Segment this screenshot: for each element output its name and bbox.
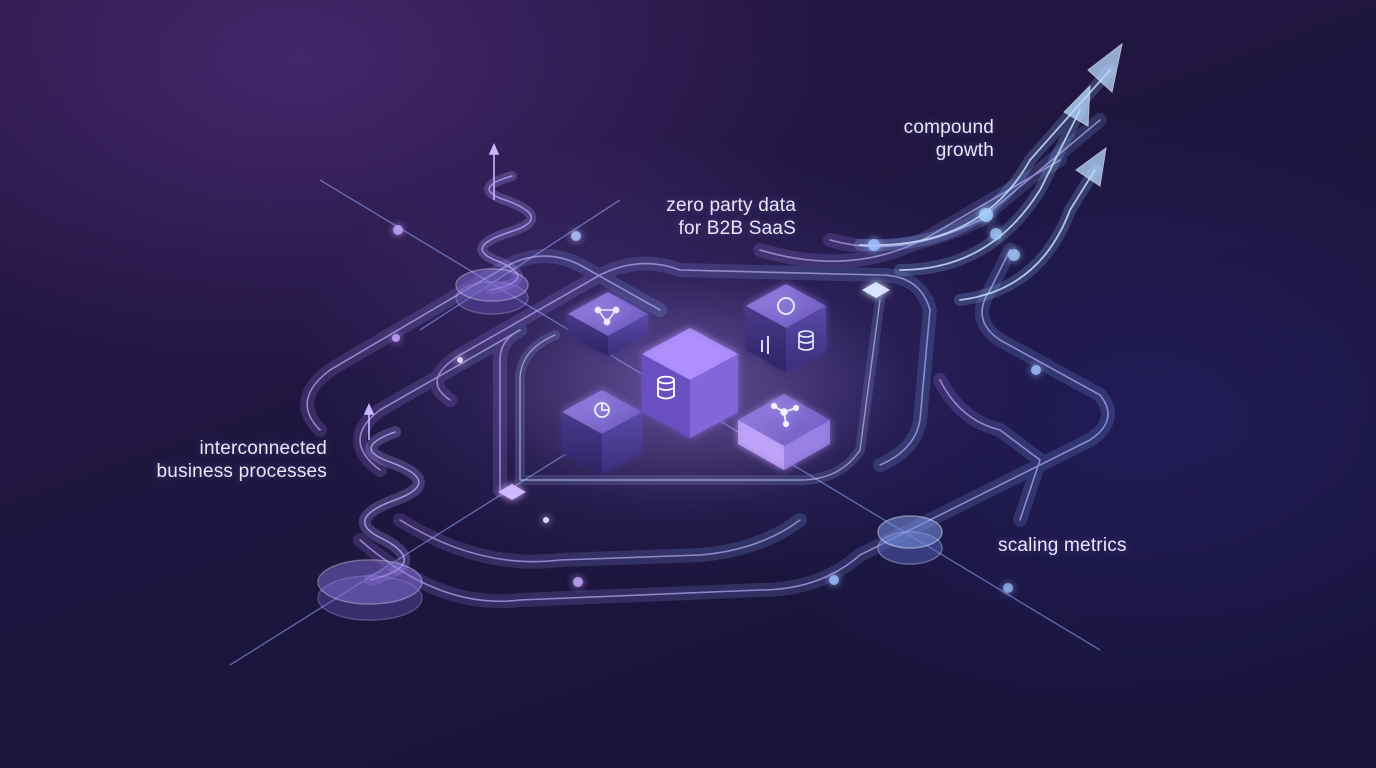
cube-gauge [746, 284, 826, 372]
growth-arrows [854, 42, 1123, 306]
arrowhead-3 [1075, 146, 1107, 187]
tube-network [300, 113, 1115, 609]
label-zero-party-data: zero party data for B2B SaaS [630, 194, 796, 240]
up-arrows [363, 143, 500, 440]
cube-network-nodes [568, 292, 648, 356]
pie-chart-icon [594, 402, 610, 418]
network-nodes-icon [594, 306, 620, 326]
label-compound-growth-line-2: growth [935, 140, 994, 161]
gauge-bars-icon [761, 297, 795, 354]
label-compound-growth-line-1: compound [903, 117, 994, 138]
arrowhead-1 [1087, 42, 1123, 93]
database-icon [798, 330, 814, 351]
arrowhead-2 [1063, 84, 1091, 127]
flow-nodes [392, 208, 1041, 593]
cube-core-database [642, 328, 738, 438]
core-database-icon [657, 375, 675, 400]
label-compound-growth: compound growth [876, 116, 994, 162]
spiral-helix-bottom [359, 426, 425, 586]
cube-hub [738, 394, 830, 470]
hub-icon [770, 402, 800, 428]
label-zero-party-data-line-2: for B2B SaaS [678, 218, 796, 239]
hub-cylinder-top [455, 268, 529, 315]
hub-cylinder-metrics [877, 515, 943, 565]
label-interconnected-line-2: business processes [156, 461, 327, 482]
cube-pie-chart [562, 390, 642, 474]
label-zero-party-data-line-1: zero party data [666, 195, 796, 216]
hub-cylinder-bottom [317, 559, 423, 621]
label-interconnected-processes: interconnected business processes [120, 437, 327, 483]
spiral-helix-top [477, 171, 537, 295]
label-interconnected-line-1: interconnected [199, 438, 327, 459]
label-scaling-metrics: scaling metrics [998, 535, 1127, 556]
